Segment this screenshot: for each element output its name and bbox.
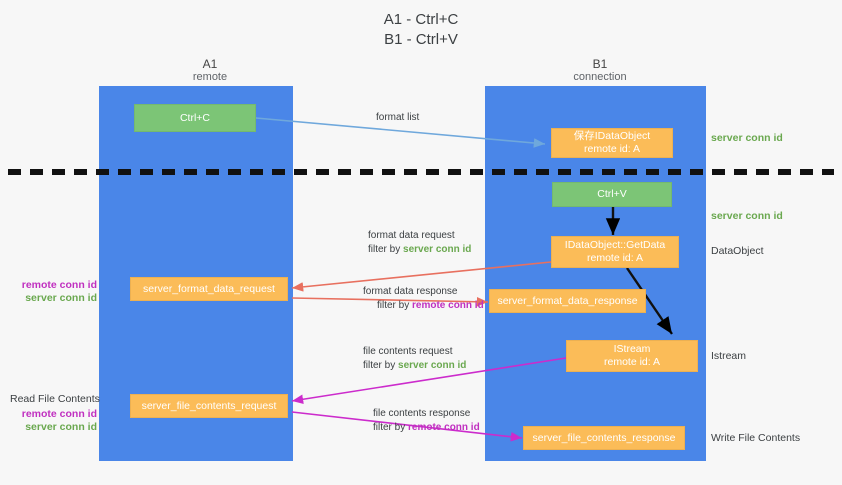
- box-save-idataobject-line2: remote id: A: [583, 143, 641, 155]
- left-label-read-file-contents: Read File Contents: [10, 393, 100, 405]
- column-header-b1: B1 connection: [510, 58, 690, 84]
- filter-prefix: filter by: [377, 300, 413, 311]
- edge-label-file-contents-response-title: file contents response: [373, 408, 471, 419]
- column-b1-name: B1: [592, 57, 608, 71]
- left-label-conn-ids-2: remote conn id server conn id: [12, 408, 97, 434]
- edge-label-format-data-request-filter: filter by server conn id: [368, 243, 471, 257]
- right-label-istream: Istream: [711, 350, 747, 362]
- right-label-server-conn-id-1: server conn id: [711, 132, 783, 144]
- box-file-resp-label: server_file_contents_response: [532, 431, 676, 444]
- filter-token-remote-conn-id: remote conn id: [412, 300, 484, 311]
- box-getdata-line2: remote id: A: [586, 252, 644, 264]
- filter-token-remote-conn-id: remote conn id: [408, 422, 480, 433]
- edge-label-format-list: format list: [376, 112, 420, 123]
- column-b1-sub: connection: [573, 71, 627, 83]
- filter-token-server-conn-id: server conn id: [403, 244, 472, 255]
- edge-label-file-contents-response-filter: filter by remote conn id: [373, 421, 480, 435]
- box-ctrl-v-line1: Ctrl+V: [597, 188, 627, 200]
- box-server-file-contents-request[interactable]: server_file_contents_request: [130, 394, 288, 418]
- edge-label-file-contents-response: file contents response filter by remote …: [373, 407, 480, 435]
- box-save-idataobject-line1: 保存IDataObject: [573, 130, 651, 142]
- edge-label-format-data-response: format data response filter by remote co…: [363, 285, 484, 313]
- box-server-format-data-request[interactable]: server_format_data_request: [130, 277, 288, 301]
- edge-label-file-contents-request-title: file contents request: [363, 346, 453, 357]
- box-server-format-data-response[interactable]: server_format_data_response: [489, 289, 646, 313]
- column-header-a1: A1 remote: [120, 58, 300, 84]
- left-label-conn-ids-1: remote conn id server conn id: [12, 279, 97, 305]
- box-istream[interactable]: IStream remote id: A: [566, 340, 698, 372]
- box-idataobject-getdata[interactable]: IDataObject::GetData remote id: A: [551, 236, 679, 268]
- edge-label-format-data-response-title: format data response: [363, 286, 458, 297]
- filter-token-server-conn-id: server conn id: [398, 360, 467, 371]
- filter-prefix: filter by: [363, 360, 399, 371]
- left-label-server-conn-id-1: server conn id: [25, 292, 97, 304]
- edge-label-file-contents-request-filter: filter by server conn id: [363, 359, 466, 373]
- left-label-remote-conn-id-1: remote conn id: [21, 279, 97, 291]
- edge-label-format-data-request-title: format data request: [368, 230, 455, 241]
- page-title: A1 - Ctrl+C B1 - Ctrl+V: [0, 10, 842, 50]
- box-fmt-resp-label: server_format_data_response: [497, 294, 638, 307]
- filter-prefix: filter by: [368, 244, 404, 255]
- column-a1-name: A1: [202, 57, 218, 71]
- edge-label-format-data-response-filter: filter by remote conn id: [363, 299, 484, 313]
- right-label-dataobject: DataObject: [711, 245, 764, 257]
- box-server-file-contents-response[interactable]: server_file_contents_response: [523, 426, 685, 450]
- edge-label-file-contents-request: file contents request filter by server c…: [363, 345, 466, 373]
- box-save-idataobject[interactable]: 保存IDataObject remote id: A: [551, 128, 673, 158]
- edge-label-format-data-request: format data request filter by server con…: [368, 229, 471, 257]
- right-label-write-file-contents: Write File Contents: [711, 432, 801, 444]
- box-fmt-req-label: server_format_data_request: [143, 282, 275, 295]
- left-label-remote-conn-id-2: remote conn id: [21, 408, 97, 420]
- filter-prefix: filter by: [373, 422, 409, 433]
- title-line-2: B1 - Ctrl+V: [384, 31, 458, 48]
- box-istream-line1: IStream: [613, 343, 651, 355]
- box-ctrl-c[interactable]: Ctrl+C: [134, 104, 256, 132]
- title-line-1: A1 - Ctrl+C: [383, 11, 459, 28]
- box-istream-line2: remote id: A: [603, 356, 661, 368]
- column-a1-sub: remote: [192, 71, 228, 83]
- box-ctrl-v[interactable]: Ctrl+V: [552, 182, 672, 207]
- right-label-server-conn-id-2: server conn id: [711, 210, 783, 222]
- box-ctrl-c-line1: Ctrl+C: [179, 111, 211, 124]
- box-file-req-label: server_file_contents_request: [141, 399, 277, 412]
- left-label-server-conn-id-2: server conn id: [25, 421, 97, 433]
- box-getdata-line1: IDataObject::GetData: [564, 239, 666, 251]
